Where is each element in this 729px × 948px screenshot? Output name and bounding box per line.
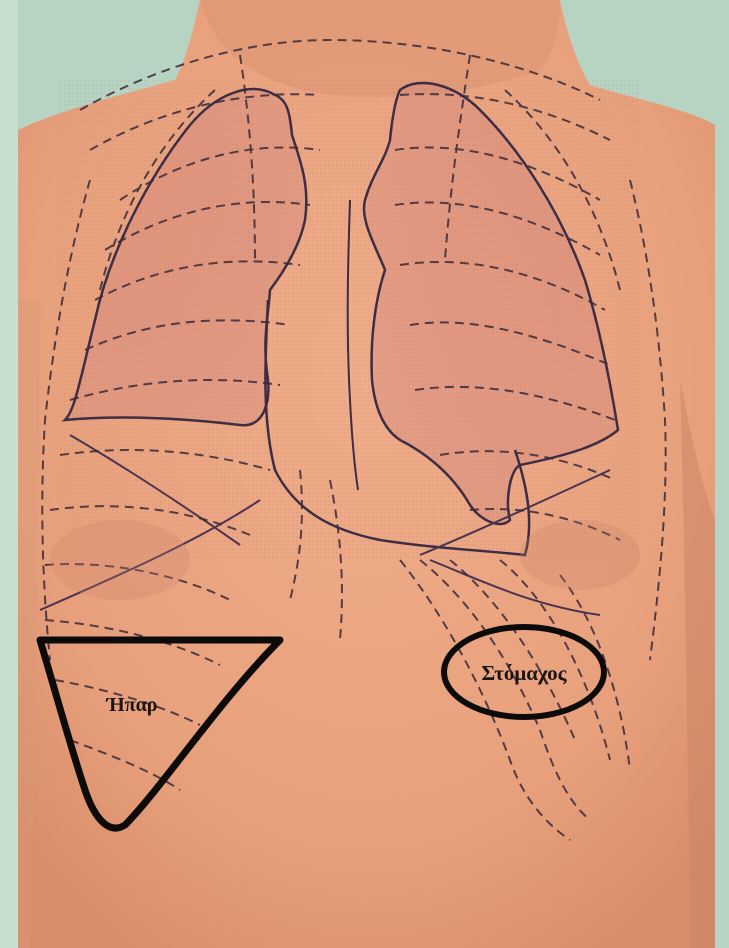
left-breast-shade [520,520,640,590]
right-breast-shade [50,520,190,600]
background-left-strip [0,0,18,948]
stomach-label: Στόμαχος [482,661,568,685]
lung-dot-texture [60,80,640,560]
liver-label: Ήπαρ [105,694,157,716]
